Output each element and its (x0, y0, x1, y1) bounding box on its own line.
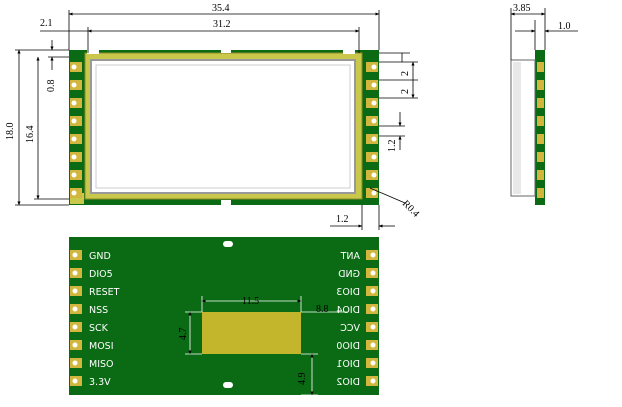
dim-chip-x-offset: 8.8 (316, 304, 329, 315)
side-pads (537, 62, 544, 198)
dim-board-thickness: 1.0 (558, 21, 571, 32)
dim-total-width: 35.4 (212, 3, 230, 14)
dim-left-offset: 2.1 (40, 18, 53, 29)
dim-chip-height: 4.7 (178, 328, 189, 341)
side-pad (537, 116, 544, 126)
side-pad (537, 188, 544, 198)
dim-inner-height: 16.4 (25, 126, 36, 144)
pin-label-right: DIO4 (336, 305, 360, 316)
dim-pin-pitch-a: 2 (400, 71, 411, 76)
dim-inner-width: 31.2 (213, 19, 231, 30)
side-pad (537, 152, 544, 162)
chip-pad (202, 312, 301, 354)
pin-label-left: DIO5 (89, 269, 113, 280)
pin-label-right: DIO0 (336, 341, 360, 352)
pin-label-right: ANT (340, 251, 360, 262)
dim-pin-pitch-b: 2 (400, 89, 411, 94)
pin-label-left: 3.3V (89, 377, 111, 388)
top-left-pads (70, 62, 82, 198)
dim-bottom-pad: 1.2 (336, 214, 349, 225)
pin-label-right: DIO1 (336, 359, 360, 370)
dim-chip-y-offset: 4.9 (297, 373, 308, 386)
top-right-pads (366, 62, 378, 198)
pin-label-right: DIO2 (336, 377, 360, 388)
side-pad (537, 134, 544, 144)
dim-chip-width: 11.5 (242, 296, 259, 307)
pin-label-left: MOSI (89, 341, 114, 352)
bottom-right-pads (366, 250, 378, 386)
side-pad (537, 80, 544, 90)
pin-label-right: DIO3 (336, 287, 360, 298)
side-pad (537, 98, 544, 108)
pin-label-left: RESET (89, 287, 120, 298)
dim-total-height: 18.0 (5, 123, 16, 141)
bottom-left-pads (70, 250, 82, 386)
pin-label-left: SCK (89, 323, 109, 334)
side-view: 3.85 1.0 (510, 3, 578, 205)
side-board (535, 50, 545, 205)
side-pad (537, 170, 544, 180)
dim-pad-height: 1.2 (387, 140, 398, 153)
dim-top-offset: 0.8 (46, 80, 57, 93)
pin-label-left: NSS (89, 305, 108, 316)
pin-label-right: GND (338, 269, 360, 280)
dim-total-depth: 3.85 (513, 3, 531, 14)
pin-label-right: VCC (340, 323, 360, 334)
top-view: 35.4 31.2 2.1 18.0 16.4 0.8 2 2 (5, 3, 421, 230)
dim-corner-radius: R0.4 (400, 198, 421, 219)
side-pad (537, 62, 544, 72)
pin-label-left: GND (89, 251, 111, 262)
pin-label-left: MISO (89, 359, 114, 370)
